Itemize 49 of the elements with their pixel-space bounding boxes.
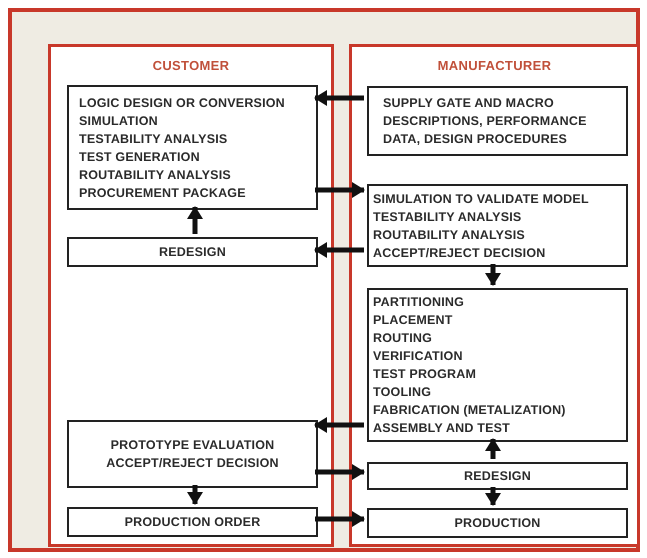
arrow — [315, 511, 365, 527]
step-text: TOOLING — [373, 384, 432, 401]
step-text: ROUTING — [373, 330, 432, 347]
step-text: VERIFICATION — [373, 348, 463, 365]
step-text: PRODUCTION — [454, 515, 541, 532]
group-panel — [349, 44, 640, 547]
process-box — [367, 462, 628, 490]
step-text: PROTOTYPE EVALUATION — [110, 437, 274, 454]
arrow — [314, 242, 364, 258]
process-box — [67, 420, 318, 488]
step-text: TEST PROGRAM — [373, 366, 476, 383]
step-text: ROUTABILITY ANALYSIS — [373, 226, 525, 244]
panel-heading: CUSTOMER — [152, 57, 230, 75]
step-text: SIMULATION — [79, 112, 158, 130]
arrow — [485, 438, 501, 459]
step-text: TESTABILITY ANALYSIS — [373, 208, 522, 226]
arrow — [187, 485, 203, 505]
process-box — [367, 508, 628, 538]
arrow — [315, 464, 365, 480]
arrow — [485, 487, 501, 506]
step-text: ROUTABILITY ANALYSIS — [79, 166, 231, 184]
process-box — [367, 86, 628, 156]
panel-heading: MANUFACTURER — [438, 57, 552, 75]
process-box — [67, 507, 318, 537]
step-text: REDESIGN — [464, 468, 531, 485]
step-text: ASSEMBLY AND TEST — [373, 420, 510, 437]
arrow — [314, 90, 364, 106]
step-text: PROCUREMENT PACKAGE — [79, 184, 246, 202]
arrow — [187, 206, 203, 234]
step-text: SUPPLY GATE AND MACRO DESCRIPTIONS, PERFORMANCE DATA, DESIGN PROCEDURES — [383, 95, 588, 148]
step-text: FABRICATION (METALIZATION) — [373, 402, 566, 419]
step-text: PLACEMENT — [373, 312, 453, 329]
arrow — [485, 264, 501, 286]
process-box — [367, 184, 628, 267]
process-box — [67, 237, 318, 267]
arrow — [315, 182, 365, 198]
step-text: ACCEPT/REJECT DECISION — [106, 455, 279, 472]
step-text: PRODUCTION ORDER — [124, 514, 260, 531]
step-text: LOGIC DESIGN OR CONVERSION — [79, 94, 285, 112]
process-box — [367, 288, 628, 442]
group-panel — [48, 44, 334, 547]
step-text: TESTABILITY ANALYSIS — [79, 130, 228, 148]
step-text: PARTITIONING — [373, 294, 464, 311]
arrow — [314, 417, 364, 433]
process-box — [67, 85, 318, 210]
step-text: REDESIGN — [159, 244, 226, 261]
step-text: TEST GENERATION — [79, 148, 200, 166]
step-text: ACCEPT/REJECT DECISION — [373, 244, 546, 262]
step-text: SIMULATION TO VALIDATE MODEL — [373, 190, 589, 208]
